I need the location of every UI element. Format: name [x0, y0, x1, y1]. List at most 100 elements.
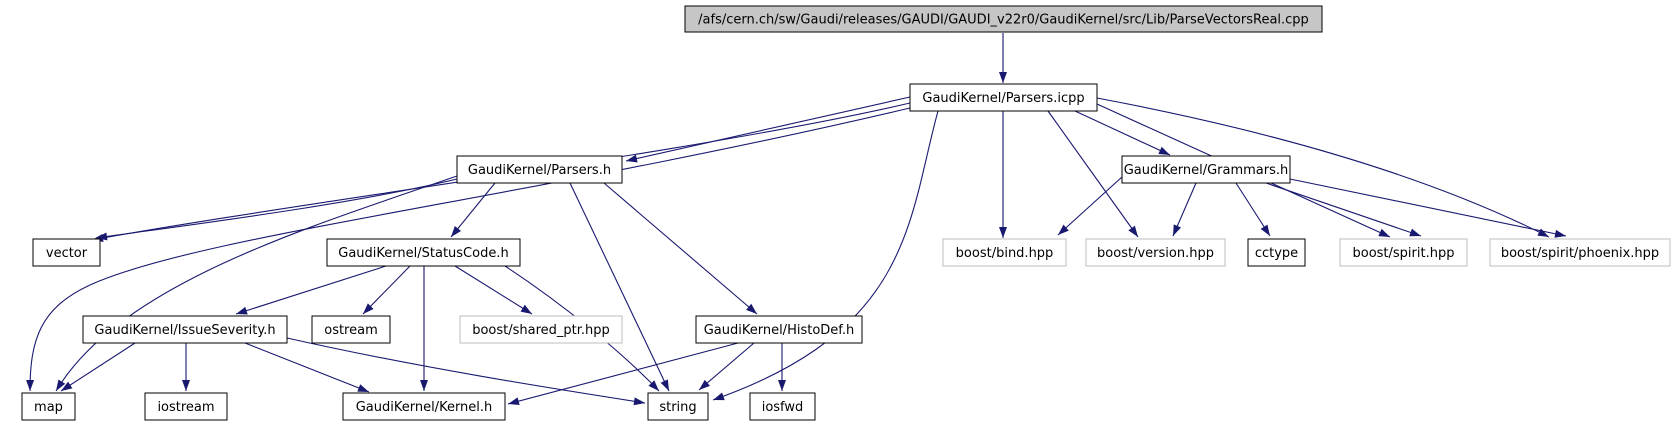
node-label: boost/shared_ptr.hpp — [472, 323, 610, 338]
node-grammars-h[interactable]: GaudiKernel/Grammars.h — [1121, 155, 1291, 184]
arrowhead-icon — [363, 303, 374, 314]
node-box[interactable] — [326, 238, 521, 267]
edge-issueseverity-h-to-map — [60, 342, 136, 392]
node-cctype: cctype — [1247, 238, 1306, 267]
edge-parsers-h-to-statuscode-h — [450, 182, 496, 238]
edge-grammars-h-to-cctype — [1235, 182, 1271, 237]
node-map: map — [21, 392, 76, 421]
node-box — [942, 238, 1067, 267]
node-label: string — [659, 400, 696, 415]
arrowhead-icon — [1260, 224, 1270, 236]
node-box — [1339, 238, 1468, 267]
node-issueseverity-h[interactable]: GaudiKernel/IssueSeverity.h — [82, 315, 288, 344]
node-box — [749, 392, 816, 421]
arrowhead-icon — [648, 380, 659, 391]
edge-parsers-icpp-to-grammars-h — [1074, 110, 1171, 156]
edge-parsers-h-to-string — [569, 182, 670, 392]
node-label: iostream — [157, 400, 214, 415]
arrowhead-icon — [1378, 228, 1390, 237]
arrowhead-icon — [56, 379, 66, 391]
node-string: string — [647, 392, 709, 421]
edge-statuscode-h-to-issueseverity-h — [235, 265, 387, 315]
edge-grammars-h-to-boost-spirit-phoenix — [1289, 178, 1567, 238]
edge-statuscode-h-to-boost-shared-ptr — [454, 265, 533, 315]
edge-grammars-h-to-boost-bind — [1057, 176, 1123, 236]
node-parsers-icpp[interactable]: GaudiKernel/Parsers.icpp — [909, 83, 1098, 112]
node-boost-spirit-phoenix: boost/spirit/phoenix.hpp — [1489, 238, 1671, 267]
node-box[interactable] — [695, 315, 863, 344]
edge-histodef-h-to-kernel-h — [507, 342, 739, 406]
arrowhead-icon — [746, 303, 757, 314]
arrowhead-icon — [1058, 224, 1069, 235]
edge-root-to-parsers-icpp — [999, 33, 1007, 83]
arrowhead-icon — [1409, 228, 1421, 237]
node-label: GaudiKernel/Parsers.h — [468, 163, 611, 178]
node-box — [1247, 238, 1306, 267]
arrowhead-icon — [626, 154, 638, 163]
node-box[interactable] — [909, 83, 1098, 112]
node-boost-spirit: boost/spirit.hpp — [1339, 238, 1468, 267]
edge-parsers-icpp-to-string — [712, 110, 939, 401]
node-box — [21, 392, 76, 421]
arrowhead-icon — [357, 384, 369, 392]
edge-parsers-icpp-to-boost-bind — [999, 111, 1007, 238]
node-boost-shared-ptr: boost/shared_ptr.hpp — [459, 315, 623, 344]
node-boost-bind: boost/bind.hpp — [942, 238, 1067, 267]
node-root: /afs/cern.ch/sw/Gaudi/releases/GAUDI/GAU… — [684, 5, 1323, 33]
node-vector: vector — [32, 238, 101, 267]
node-box — [311, 315, 391, 344]
arrowhead-icon — [96, 232, 108, 241]
arrowhead-icon — [1173, 224, 1182, 236]
arrowhead-icon — [633, 397, 645, 406]
edge-issueseverity-h-to-iostream — [182, 343, 190, 391]
edge-parsers-icpp-to-map — [26, 107, 911, 392]
edge-issueseverity-h-to-kernel-h — [244, 342, 370, 393]
node-box[interactable] — [342, 392, 506, 421]
node-label: ostream — [324, 323, 378, 338]
node-histodef-h[interactable]: GaudiKernel/HistoDef.h — [695, 315, 863, 344]
arrowhead-icon — [999, 227, 1007, 238]
node-parsers-h[interactable]: GaudiKernel/Parsers.h — [456, 155, 623, 184]
edge-grammars-h-to-boost-version — [1172, 182, 1197, 237]
arrowhead-icon — [508, 397, 520, 406]
arrowhead-icon — [26, 379, 35, 391]
node-box — [684, 5, 1323, 33]
edge-parsers-icpp-to-parsers-h — [625, 96, 911, 163]
node-box — [32, 238, 101, 267]
arrowhead-icon — [778, 380, 786, 391]
arrowhead-icon — [660, 379, 669, 391]
node-box — [144, 392, 228, 421]
node-label: vector — [46, 246, 88, 261]
edge-grammars-h-to-boost-spirit — [1265, 182, 1422, 237]
node-iosfwd: iosfwd — [749, 392, 816, 421]
node-box — [459, 315, 623, 344]
node-label: boost/bind.hpp — [956, 246, 1054, 261]
node-label: GaudiKernel/Grammars.h — [1124, 163, 1289, 178]
node-label: GaudiKernel/HistoDef.h — [704, 323, 855, 338]
arrowhead-icon — [699, 379, 710, 390]
edge-parsers-h-to-vector — [95, 178, 458, 241]
node-box[interactable] — [82, 315, 288, 344]
node-statuscode-h[interactable]: GaudiKernel/StatusCode.h — [326, 238, 521, 267]
node-box[interactable] — [456, 155, 623, 184]
edge-parsers-h-to-map — [55, 175, 458, 392]
arrowhead-icon — [1158, 146, 1170, 155]
arrowhead-icon — [1554, 229, 1566, 238]
arrowhead-icon — [999, 72, 1007, 83]
edge-statuscode-h-to-ostream — [362, 265, 411, 315]
node-label: GaudiKernel/Kernel.h — [356, 400, 493, 415]
node-box[interactable] — [1121, 155, 1291, 184]
node-label: GaudiKernel/IssueSeverity.h — [94, 323, 275, 338]
edge-histodef-h-to-iosfwd — [778, 343, 786, 391]
node-kernel-h[interactable]: GaudiKernel/Kernel.h — [342, 392, 506, 421]
node-label: /afs/cern.ch/sw/Gaudi/releases/GAUDI/GAU… — [698, 13, 1309, 28]
node-boost-version: boost/version.hpp — [1085, 238, 1226, 267]
node-ostream: ostream — [311, 315, 391, 344]
node-label: boost/spirit.hpp — [1353, 246, 1455, 261]
edge-statuscode-h-to-kernel-h — [420, 266, 428, 391]
node-iostream: iostream — [144, 392, 228, 421]
node-box — [647, 392, 709, 421]
arrowhead-icon — [451, 225, 462, 237]
